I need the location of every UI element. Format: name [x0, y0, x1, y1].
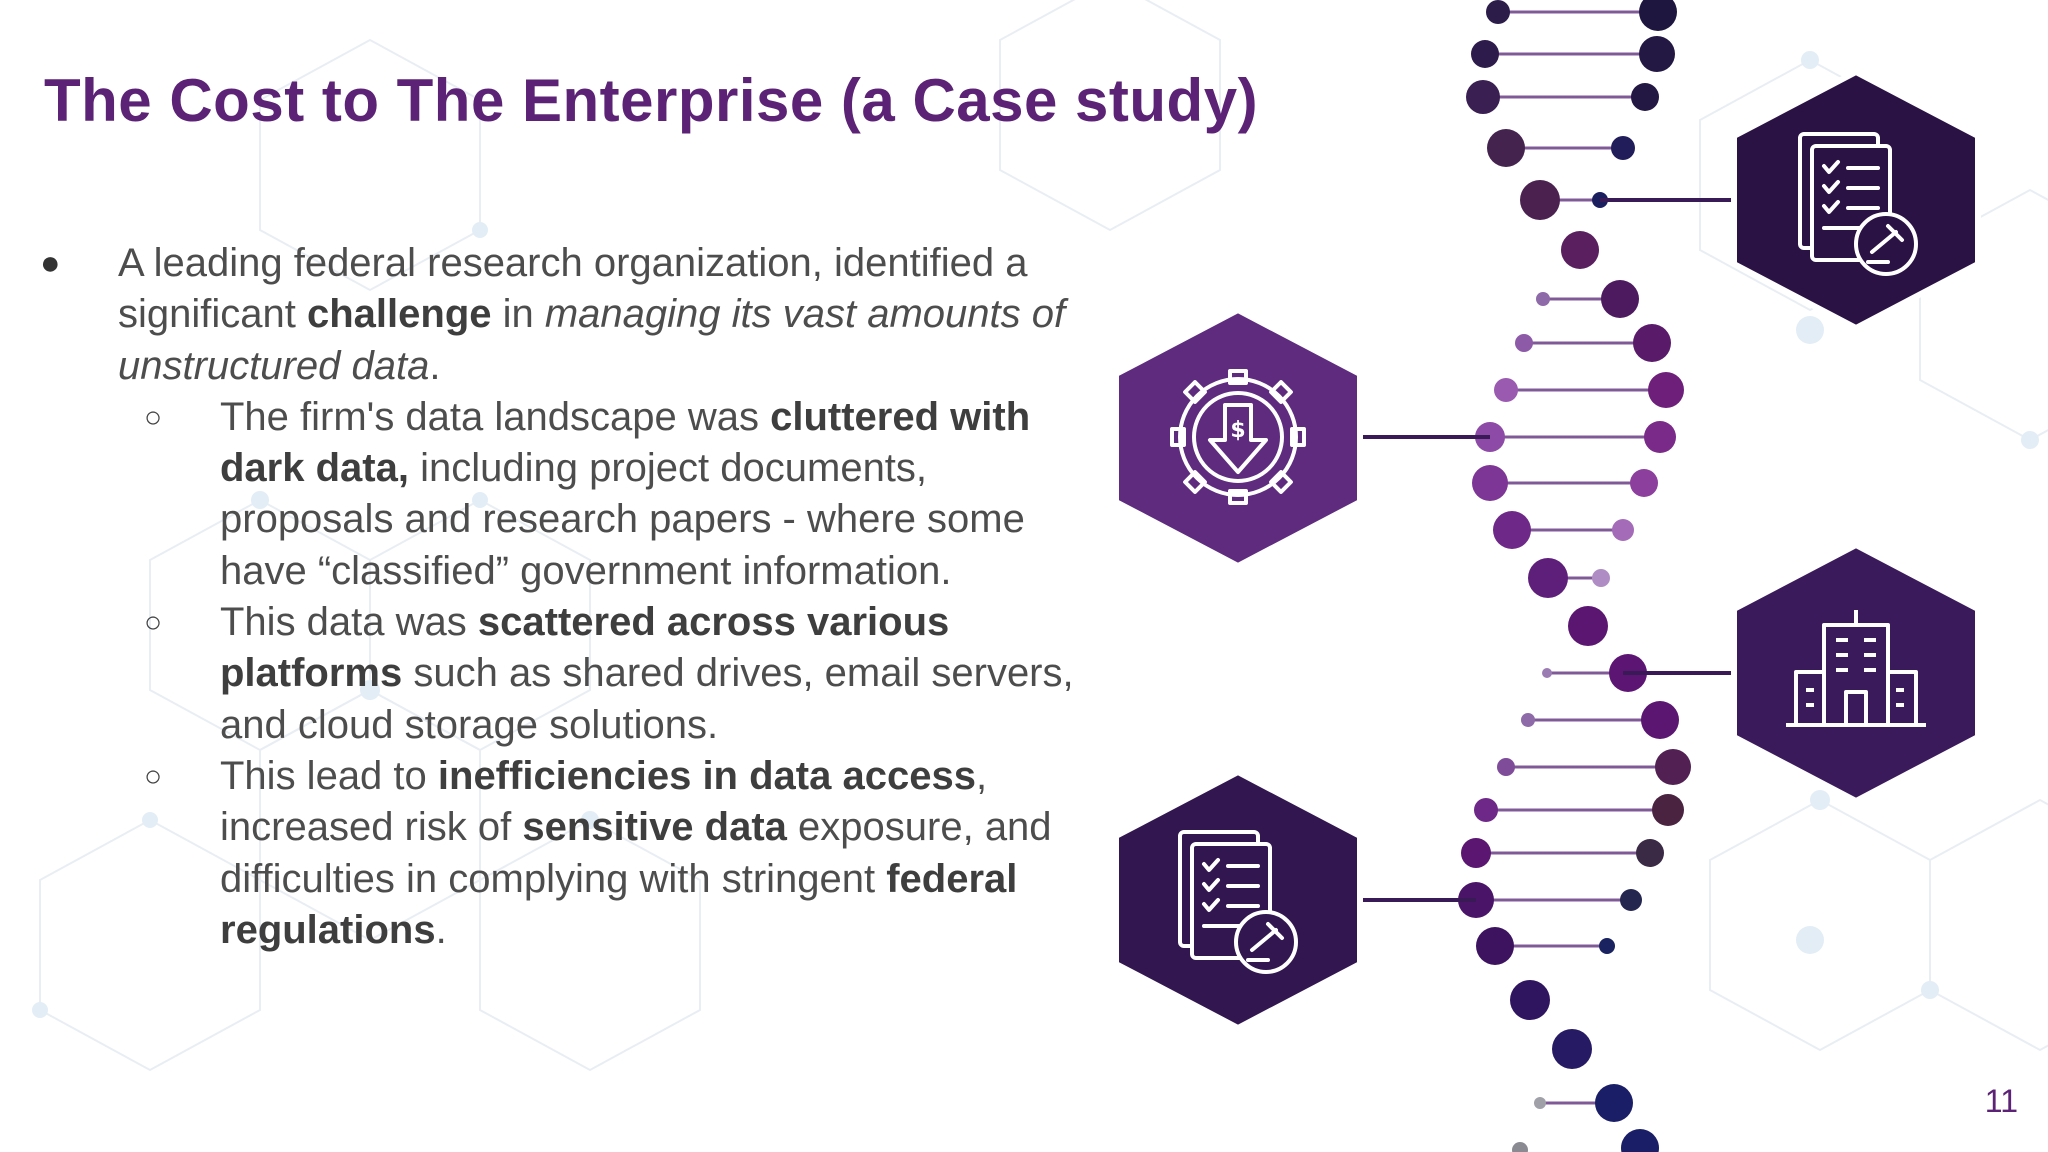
gear-dollar-down-icon: $: [1170, 369, 1306, 505]
italic-phrase: managing its vast amounts of unstructure…: [118, 292, 1066, 388]
hex-building: [1731, 541, 1981, 805]
dna-right-strand: [1592, 0, 1691, 1152]
hex-document-gavel-bottom: [1113, 768, 1363, 1032]
document-gavel-icon: [1178, 830, 1298, 974]
bullet-item-main: ● A leading federal research organizatio…: [40, 238, 1080, 392]
dna-rungs: [1476, 10, 1673, 1105]
sub-bullet-item-3: ○ This lead to inefficiencies in data ac…: [40, 751, 1080, 956]
bullet-list: ● A leading federal research organizatio…: [40, 238, 1080, 392]
dna-left-strand: [1458, 0, 1608, 1152]
sub-bullet-item-2: ○ This data was scattered across various…: [40, 597, 1080, 751]
hex-document-gavel-top: [1731, 68, 1981, 332]
bold-phrase: inefficiencies in data access: [437, 753, 976, 798]
sub-bullet-marker: ○: [144, 606, 163, 640]
bold-phrase: federal regulations: [220, 856, 1018, 952]
building-icon: [1786, 610, 1926, 727]
slide-content: ● A leading federal research organizatio…: [40, 238, 1080, 956]
slide-title: The Cost to The Enterprise (a Case study…: [44, 67, 1259, 134]
bold-phrase: sensitive data: [522, 805, 787, 850]
dollar-sign: $: [1230, 418, 1245, 443]
bold-phrase: challenge: [306, 292, 492, 337]
document-gavel-icon: [1798, 132, 1918, 276]
bold-phrase: scattered across various platforms: [220, 600, 950, 696]
sub-bullet-marker: ○: [144, 759, 163, 793]
bold-phrase: cluttered with dark data,: [220, 394, 1031, 491]
sub-bullet-list: ○ The firm's data landscape was cluttere…: [40, 392, 1080, 956]
page-number: 11: [1984, 1083, 2018, 1119]
bullet-marker: ●: [40, 244, 61, 282]
hex-gear-dollar: $: [1113, 306, 1363, 570]
sub-bullet-marker: ○: [144, 400, 163, 434]
sub-bullet-item-1: ○ The firm's data landscape was cluttere…: [40, 392, 1080, 597]
